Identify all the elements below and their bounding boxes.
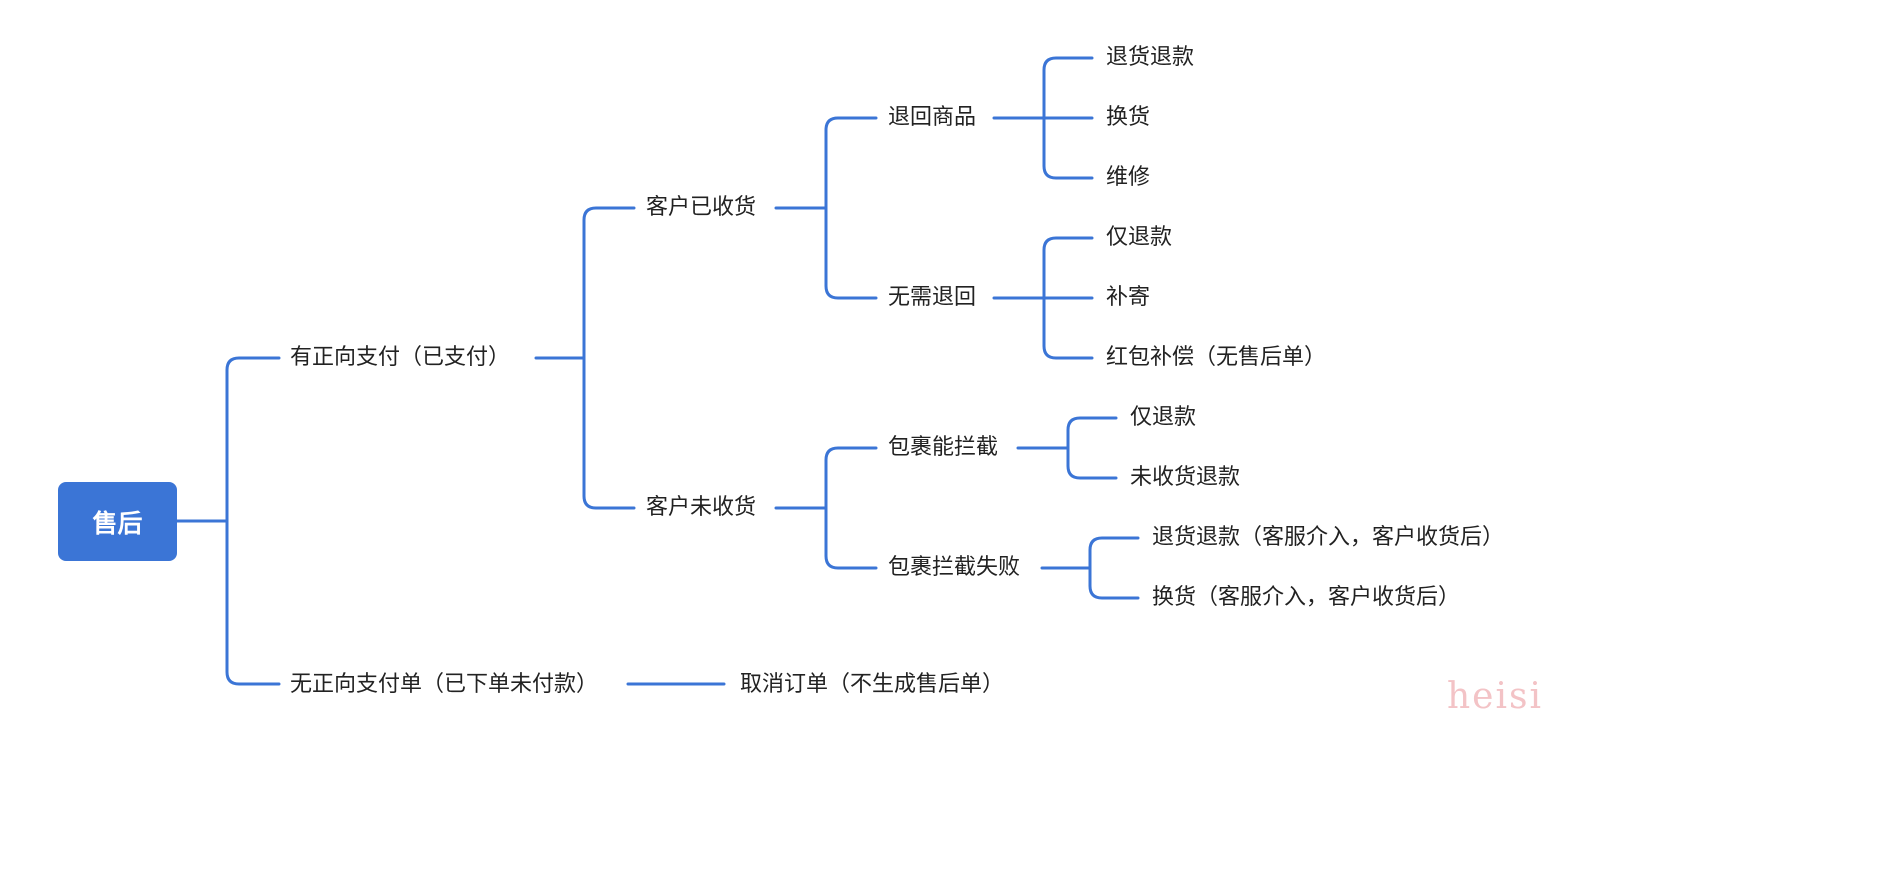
leaf-fail-exchange: 换货（客服介入，客户收货后） [1152, 585, 1461, 610]
leaf-refund-only: 仅退款 [1106, 225, 1173, 250]
leaf-not-received-refund: 未收货退款 [1130, 465, 1241, 490]
edge-received-branch [824, 116, 878, 300]
leaf-repair: 维修 [1106, 165, 1151, 190]
node-cancel-order: 取消订单（不生成售后单） [740, 672, 1005, 697]
node-return-goods: 退回商品 [888, 105, 977, 130]
node-no-return: 无需退回 [888, 285, 977, 310]
leaf-exchange: 换货 [1106, 105, 1151, 130]
connector-lines [175, 56, 1140, 686]
edge-not-received-branch [824, 446, 878, 570]
watermark: heisi [1447, 676, 1543, 717]
root-node: 售后 [58, 482, 177, 561]
leaf-fail-return-refund: 退货退款（客服介入，客户收货后） [1152, 525, 1505, 550]
edge-paid-branch [582, 206, 636, 510]
leaf-intercept-refund-only: 仅退款 [1130, 405, 1197, 430]
node-paid: 有正向支付（已支付） [290, 345, 511, 370]
node-received: 客户已收货 [646, 195, 757, 220]
leaf-reship: 补寄 [1106, 285, 1151, 310]
node-not-received: 客户未收货 [646, 495, 757, 520]
edge-intercept-ok-branch [1066, 416, 1118, 480]
node-intercept-fail: 包裹拦截失败 [888, 555, 1021, 580]
root-label: 售后 [92, 508, 143, 538]
node-intercept-ok: 包裹能拦截 [888, 435, 999, 460]
leaf-return-refund: 退货退款 [1106, 45, 1195, 70]
leaf-red-packet: 红包补偿（无售后单） [1106, 345, 1327, 370]
node-unpaid: 无正向支付单（已下单未付款） [290, 672, 599, 697]
edge-intercept-fail-branch [1088, 536, 1140, 600]
edge-root-branch [225, 356, 281, 686]
